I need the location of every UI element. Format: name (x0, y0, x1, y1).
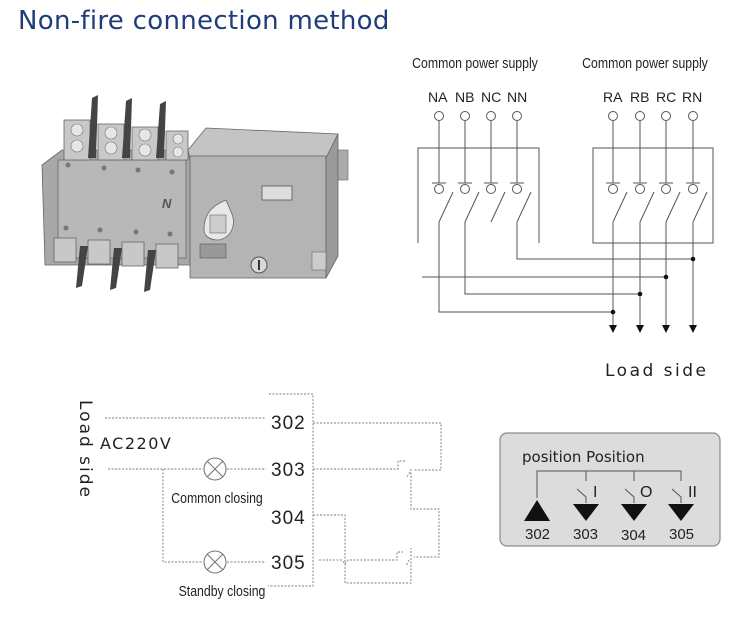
switch-blade (516, 191, 532, 223)
position-terminal-302: 302 (525, 526, 550, 543)
control-diagram: Load side AC220V 302 303 304 305 Common … (75, 393, 442, 599)
switch-blade (665, 191, 681, 223)
position-terminal-303: 303 (573, 526, 598, 543)
power-diagram: Common power supply Common power supply … (412, 55, 714, 381)
terminal-label-na: NA (428, 89, 448, 105)
page-title: Non-fire connection method (18, 6, 390, 36)
neutral-marking: N (162, 196, 172, 211)
position-ii: II (688, 484, 697, 501)
arrow-down-icon (662, 325, 670, 333)
switch-blade (490, 191, 506, 223)
terminal-label-nn: NN (507, 89, 527, 105)
junction-dot (663, 274, 669, 280)
triangle-up-icon (524, 500, 550, 521)
terminal-circle (434, 111, 444, 121)
terminal-label-rn: RN (682, 89, 702, 105)
terminal-circle (661, 111, 671, 121)
position-terminal-304: 304 (621, 527, 646, 544)
voltage-label: AC220V (100, 434, 172, 453)
switch-blade (612, 191, 628, 223)
terminal-label-nc: NC (481, 89, 501, 105)
switch-blade (438, 191, 454, 223)
terminal-label-ra: RA (603, 89, 623, 105)
contact-circle (434, 184, 444, 194)
junction-dot (690, 256, 696, 262)
contact-circle (486, 184, 496, 194)
control-load-side-label: Load side (75, 400, 95, 499)
position-o: O (640, 484, 652, 501)
lamp-icon-common (203, 457, 227, 481)
right-supply-label: Common power supply (582, 55, 708, 71)
lamp-common-label: Common closing (171, 490, 263, 506)
triangle-down-icon (621, 504, 647, 521)
contact-circle (635, 184, 645, 194)
terminal-label-rc: RC (656, 89, 676, 105)
lamp-icon-standby (203, 550, 227, 574)
triangle-down-icon (668, 504, 694, 521)
contact-circle (661, 184, 671, 194)
position-title: position Position (522, 448, 645, 466)
lamp-standby-label: Standby closing (179, 583, 266, 599)
triangle-down-icon (573, 504, 599, 521)
terminal-label-nb: NB (455, 89, 474, 105)
position-terminal-305: 305 (669, 526, 694, 543)
terminal-302: 302 (271, 413, 306, 434)
left-supply-label: Common power supply (412, 55, 538, 71)
right-switch-box (592, 147, 714, 244)
contact-circle (512, 184, 522, 194)
load-side-label: Load side (605, 361, 709, 381)
terminal-303: 303 (271, 460, 306, 481)
terminal-circle (512, 111, 522, 121)
terminal-label-rb: RB (630, 89, 649, 105)
switch-blade (692, 191, 708, 223)
arrow-down-icon (636, 325, 644, 333)
terminal-circle (688, 111, 698, 121)
terminal-305: 305 (271, 553, 306, 574)
contact-circle (688, 184, 698, 194)
contact-circle (608, 184, 618, 194)
terminal-304: 304 (271, 508, 306, 529)
terminal-circle (460, 111, 470, 121)
switch-blade (639, 191, 655, 223)
arrow-down-icon (689, 325, 697, 333)
terminal-circle (486, 111, 496, 121)
junction-dot (610, 309, 616, 315)
transfer-switch-image: N (30, 88, 360, 292)
left-switch-box (417, 147, 540, 243)
position-i: I (593, 484, 597, 501)
contact-circle (460, 184, 470, 194)
terminal-circle (608, 111, 618, 121)
arrow-down-icon (609, 325, 617, 333)
switch-blade (464, 191, 480, 223)
position-box: position Position I O II 302 303 304 305 (499, 432, 721, 547)
terminal-circle (635, 111, 645, 121)
junction-dot (637, 291, 643, 297)
